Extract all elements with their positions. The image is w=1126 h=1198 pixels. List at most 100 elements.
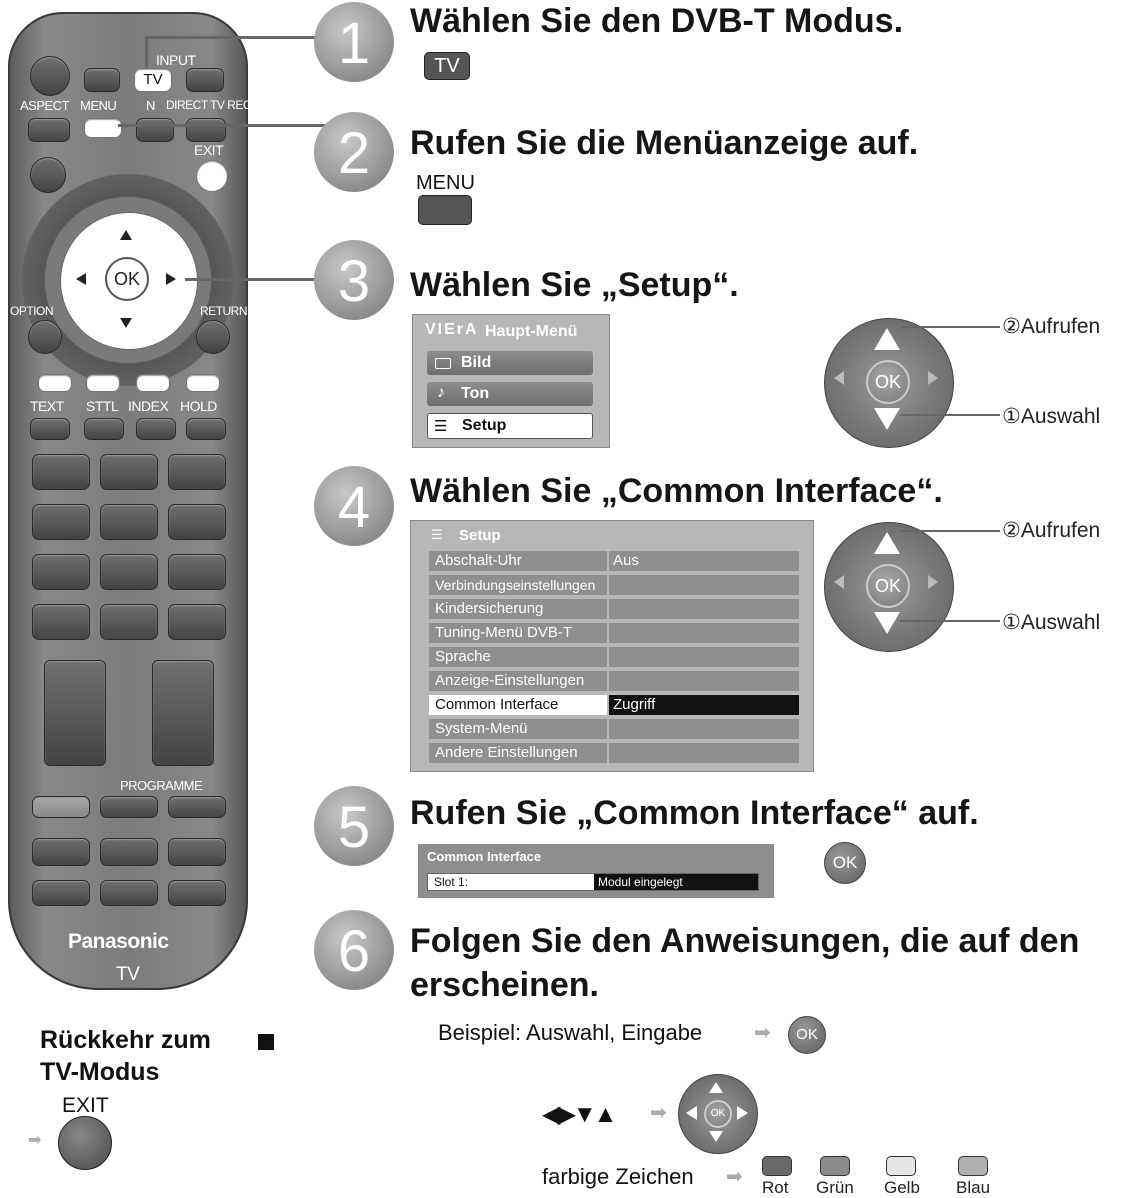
setup-row[interactable]: Kindersicherung	[429, 599, 799, 619]
remote-lower-button[interactable]	[32, 838, 90, 866]
colored-keys-text: farbige Zeichen	[542, 1164, 694, 1189]
number-key[interactable]	[100, 604, 158, 640]
setup-row-value	[609, 647, 799, 667]
remote-lower-button[interactable]	[32, 880, 90, 906]
red-color-key[interactable]	[38, 374, 72, 392]
remote-ok-button[interactable]: OK	[105, 257, 149, 301]
step-number-6: 6	[314, 910, 394, 990]
setup-row[interactable]: Andere Einstellungen	[429, 743, 799, 763]
remote-left-round-button[interactable]	[30, 157, 66, 193]
green-color-key[interactable]	[86, 374, 120, 392]
remote-lower-button[interactable]	[100, 880, 158, 906]
programme-rocker[interactable]	[152, 660, 214, 766]
red-key-label: Rot	[762, 1178, 789, 1197]
menu-item-setup[interactable]: ☰ Setup	[427, 413, 593, 439]
remote-right-arrow-icon	[166, 273, 176, 285]
remote-lower-button[interactable]	[168, 838, 226, 866]
number-key[interactable]	[32, 454, 90, 490]
setup-row[interactable]: Tuning-Menü DVB-T	[429, 623, 799, 643]
n-button[interactable]	[136, 118, 174, 142]
hold-button[interactable]	[186, 418, 226, 440]
setup-row[interactable]: System-Menü	[429, 719, 799, 739]
setup-row-value: Zugriff	[609, 695, 799, 715]
number-key[interactable]	[168, 604, 226, 640]
number-key[interactable]	[32, 604, 90, 640]
return-button[interactable]	[196, 320, 230, 354]
number-key[interactable]	[168, 554, 226, 590]
menu-key-icon	[418, 195, 472, 225]
number-key[interactable]	[100, 504, 158, 540]
beispiel-text: Beispiel: Auswahl, Eingabe	[438, 1020, 703, 1045]
main-menu-title: Haupt-Menü	[485, 323, 578, 340]
arrow-right-icon: ➡	[726, 1166, 743, 1188]
blue-color-key[interactable]	[186, 374, 220, 392]
dpad-ok-button[interactable]: OK	[866, 360, 910, 404]
setup-row[interactable]: Sprache	[429, 647, 799, 667]
exit-key-label: EXIT	[62, 1094, 109, 1117]
remote-button-top-1[interactable]	[84, 68, 120, 92]
setup-row[interactable]: Anzeige-Einstellungen	[429, 671, 799, 691]
option-button[interactable]	[28, 320, 62, 354]
number-key[interactable]	[32, 504, 90, 540]
setup-row[interactable]: Verbindungseinstellungen	[429, 575, 799, 595]
step-number-3: 3	[314, 240, 394, 320]
remote-lower-button[interactable]	[100, 796, 158, 818]
step-number-2: 2	[314, 112, 394, 192]
main-menu-panel: VIErA Haupt-Menü Bild ♪ Ton ☰ Setup	[412, 314, 610, 448]
dpad-ok-button[interactable]: OK	[866, 564, 910, 608]
dpad-up-arrow-icon	[874, 328, 900, 350]
menu-button[interactable]	[84, 118, 122, 138]
menu-item-ton[interactable]: ♪ Ton	[427, 382, 593, 406]
yellow-color-key[interactable]	[136, 374, 170, 392]
exit-button[interactable]	[196, 160, 228, 192]
number-key[interactable]	[168, 454, 226, 490]
tv-button[interactable]: TV	[134, 68, 172, 92]
remote-left-arrow-icon	[76, 273, 86, 285]
setup-row-label: Verbindungseinstellungen	[429, 575, 607, 595]
small-up-arrow-icon	[709, 1082, 723, 1093]
small-ok-icon: OK	[704, 1100, 732, 1128]
aspect-button[interactable]	[28, 118, 70, 142]
sttl-button[interactable]	[84, 418, 124, 440]
remote-lower-button[interactable]	[32, 796, 90, 818]
number-key[interactable]	[100, 454, 158, 490]
return-heading-line1: Rückkehr zum	[40, 1026, 211, 1054]
text-button[interactable]	[30, 418, 70, 440]
setup-row-label: System-Menü	[429, 719, 607, 739]
number-key[interactable]	[32, 554, 90, 590]
power-button[interactable]	[30, 56, 70, 96]
return-heading-line2: TV-Modus	[40, 1058, 160, 1086]
remote-lower-button[interactable]	[100, 838, 158, 866]
number-key[interactable]	[168, 504, 226, 540]
setup-row-label: Sprache	[429, 647, 607, 667]
remote-lower-button[interactable]	[168, 880, 226, 906]
connector-line-1	[145, 36, 335, 39]
n-label: N	[146, 98, 155, 113]
remote-lower-button[interactable]	[168, 796, 226, 818]
remote-down-arrow-icon	[120, 318, 132, 328]
menu-item-bild[interactable]: Bild	[427, 351, 593, 375]
small-right-arrow-icon	[737, 1106, 748, 1120]
ci-slot-row[interactable]: Slot 1: Modul eingelegt	[427, 873, 759, 891]
text-label: TEXT	[30, 398, 64, 414]
index-button[interactable]	[136, 418, 176, 440]
arrow-right-icon: ➡	[650, 1102, 667, 1124]
yellow-key-label: Gelb	[884, 1178, 920, 1197]
remote-button-top-3[interactable]	[186, 68, 224, 92]
brand-logo: Panasonic	[68, 930, 169, 953]
sttl-label: STTL	[86, 398, 119, 414]
dpad-right-arrow-icon	[928, 371, 938, 385]
dpad-left-arrow-icon	[834, 371, 844, 385]
return-label: RETURN	[200, 304, 248, 318]
number-key[interactable]	[100, 554, 158, 590]
volume-rocker[interactable]	[44, 660, 106, 766]
dpad-up-arrow-icon	[874, 532, 900, 554]
menu-item-label: Setup	[462, 417, 507, 434]
index-label: INDEX	[128, 398, 169, 414]
menu-item-label: Bild	[461, 354, 492, 371]
direct-tv-rec-button[interactable]	[186, 118, 226, 142]
setup-menu-title: Setup	[459, 527, 501, 544]
arrow-right-icon: ➡	[754, 1022, 771, 1044]
